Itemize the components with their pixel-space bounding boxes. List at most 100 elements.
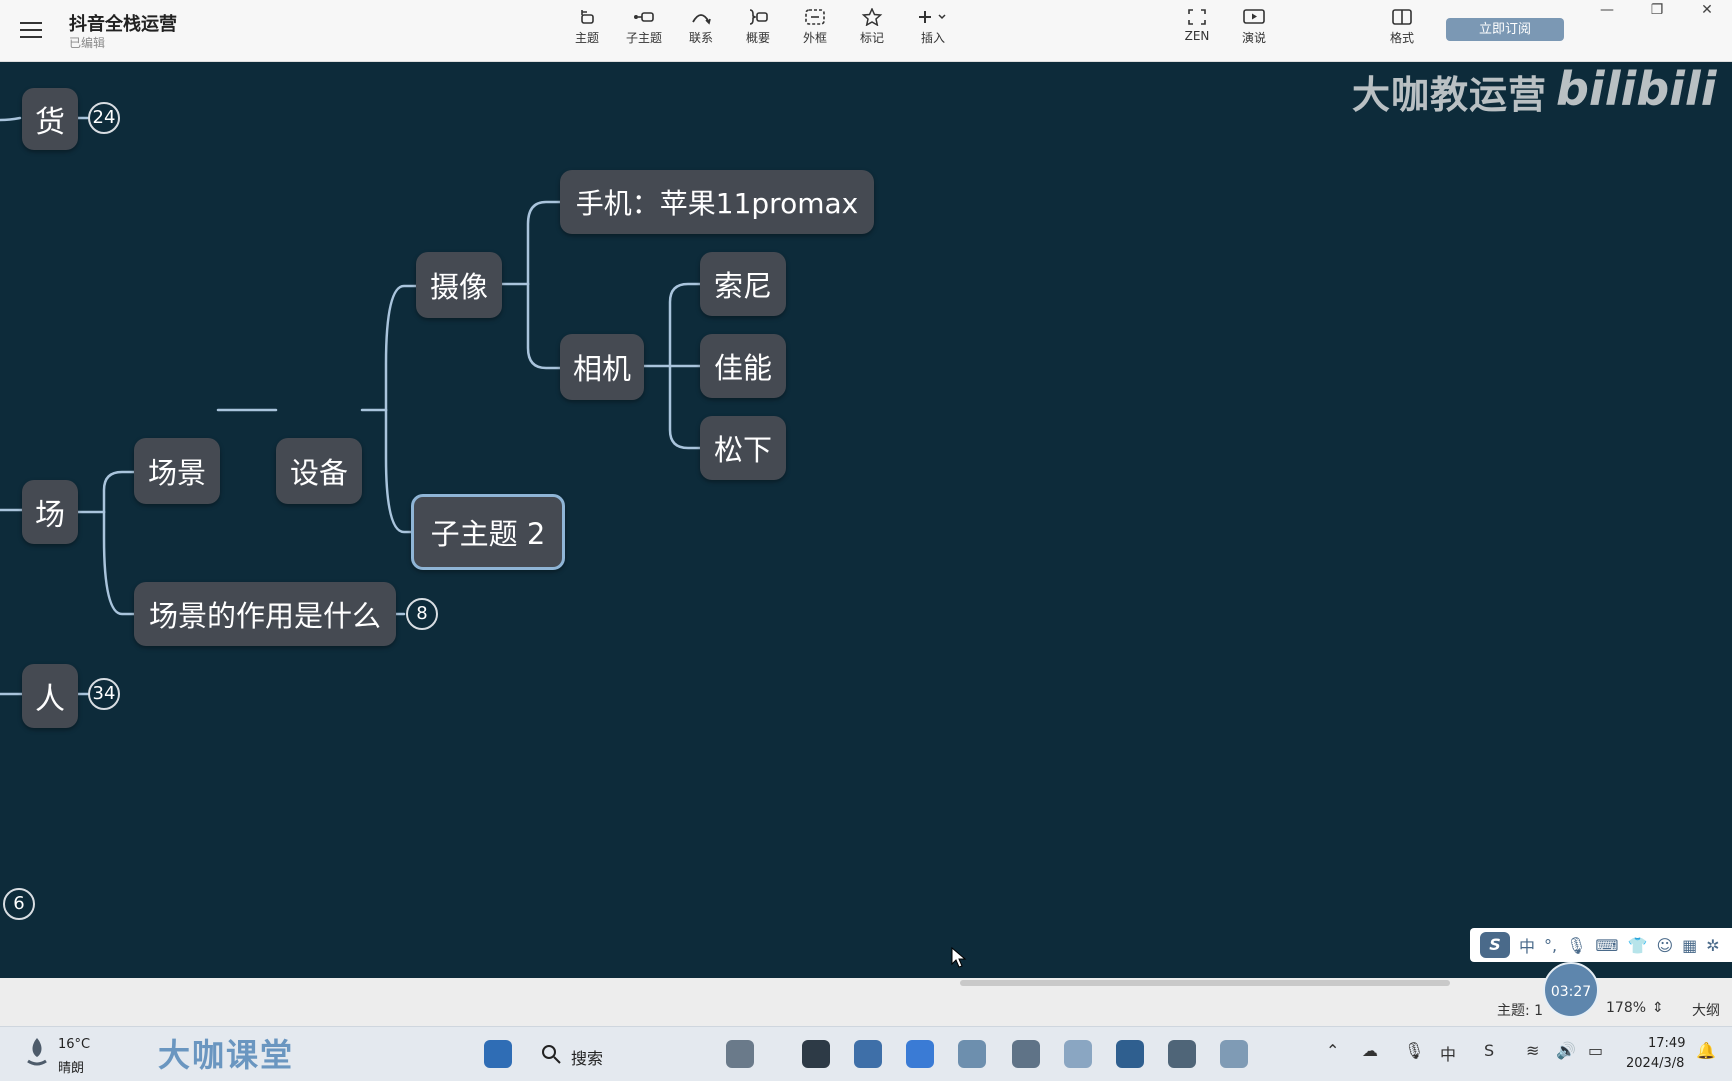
node-huo[interactable]: 货: [22, 88, 78, 150]
node-shebei[interactable]: 设备: [276, 438, 362, 504]
collapse-count-badge[interactable]: 6: [3, 888, 35, 920]
microphone-tray-icon[interactable]: 🎙: [1404, 1041, 1425, 1060]
zen-button[interactable]: ZEN: [1169, 8, 1225, 43]
marker-button[interactable]: 标记: [844, 8, 900, 46]
subtopic-label: 子主题: [625, 31, 662, 45]
ime-toolbar: S 中 °, 🎙 ⌨ 👕 ☺ ▦ ✲: [1470, 928, 1732, 962]
wifi-icon[interactable]: ≋: [1526, 1041, 1540, 1060]
node-scene-role[interactable]: 场景的作用是什么: [134, 582, 396, 646]
node-sony[interactable]: 索尼: [700, 252, 786, 316]
subtopic-button[interactable]: 子主题: [616, 8, 672, 46]
subscribe-button[interactable]: 立即订阅: [1446, 18, 1564, 41]
node-camera[interactable]: 相机: [560, 334, 644, 400]
present-label: 演说: [1241, 31, 1266, 45]
node-phone[interactable]: 手机：苹果11promax: [560, 170, 874, 234]
chevron-up-icon[interactable]: ⌃: [1326, 1041, 1340, 1060]
restore-icon[interactable]: ❐: [1650, 2, 1664, 18]
minimize-icon[interactable]: —: [1600, 2, 1614, 18]
sogou-logo-icon[interactable]: S: [1480, 932, 1510, 958]
mindmap-canvas[interactable]: 大咖教运营 bilibili 货 24 场 场景 设备: [0, 62, 1732, 978]
present-button[interactable]: 演说: [1226, 8, 1282, 46]
clock-date[interactable]: 2024/3/8: [1626, 1056, 1685, 1071]
format-panel-icon: [1392, 9, 1412, 25]
topic-button[interactable]: 主题: [559, 8, 615, 46]
taskbar-search[interactable]: 搜索: [571, 1049, 604, 1068]
collapse-count-badge[interactable]: 8: [406, 598, 438, 630]
format-button[interactable]: 格式: [1374, 8, 1430, 46]
relationship-icon: [692, 14, 711, 25]
ime-mode[interactable]: 中: [1519, 937, 1536, 956]
relationship-label: 联系: [688, 31, 713, 45]
lightning-app-icon[interactable]: [906, 1040, 934, 1068]
node-subtopic-2-selected[interactable]: 子主题 2: [411, 494, 565, 570]
menu-icon[interactable]: [18, 18, 44, 42]
clock-time[interactable]: 17:49: [1648, 1036, 1686, 1051]
chevron-down-icon: [938, 14, 946, 20]
outline-button[interactable]: 大纲: [1692, 1003, 1720, 1019]
brand-watermark: 大咖课堂: [158, 1036, 295, 1074]
file-explorer-icon[interactable]: [1012, 1040, 1040, 1068]
insert-button[interactable]: 插入: [905, 8, 961, 46]
boundary-label: 外框: [802, 31, 827, 45]
status-bar: [0, 978, 1732, 1026]
people-app-icon[interactable]: [726, 1040, 754, 1068]
subtopic-icon: [634, 12, 654, 22]
mouse-cursor-icon: [951, 947, 967, 968]
video-app-icon[interactable]: [1168, 1040, 1196, 1068]
xmind-app-icon[interactable]: [1116, 1040, 1144, 1068]
weather-icon[interactable]: [22, 1035, 52, 1069]
zen-label: ZEN: [1184, 29, 1210, 43]
camera-app-icon[interactable]: [1220, 1040, 1248, 1068]
settings-icon[interactable]: ✲: [1706, 935, 1720, 955]
node-chang[interactable]: 场: [22, 480, 78, 544]
document-title[interactable]: 抖音全栈运营: [69, 14, 177, 35]
message-app-icon[interactable]: [1064, 1040, 1092, 1068]
volume-icon[interactable]: 🔊: [1556, 1041, 1576, 1060]
cloud-icon[interactable]: ☁: [1362, 1041, 1378, 1060]
windows-start-icon[interactable]: [484, 1040, 512, 1068]
boundary-button[interactable]: 外框: [787, 8, 843, 46]
summary-button[interactable]: 概要: [730, 8, 786, 46]
node-panasonic[interactable]: 松下: [700, 416, 786, 480]
task-view-icon[interactable]: [802, 1040, 830, 1068]
watermark-text: 大咖教运营: [1352, 73, 1548, 117]
zoom-level[interactable]: 178%: [1606, 1000, 1647, 1016]
bird-app-icon[interactable]: [958, 1040, 986, 1068]
connector-lines: [0, 116, 702, 696]
format-label: 格式: [1389, 31, 1414, 45]
recording-timer[interactable]: 03:27: [1543, 962, 1599, 1018]
boundary-icon: [805, 9, 825, 25]
microphone-icon[interactable]: 🎙: [1566, 935, 1587, 955]
node-shexiang[interactable]: 摄像: [416, 252, 502, 318]
collapse-count-badge[interactable]: 24: [88, 102, 120, 134]
close-icon[interactable]: ✕: [1701, 2, 1713, 18]
node-ren[interactable]: 人: [22, 664, 78, 728]
sogou-tray-icon[interactable]: S: [1484, 1041, 1495, 1060]
node-canon[interactable]: 佳能: [700, 334, 786, 398]
weather-description[interactable]: 晴朗: [58, 1061, 85, 1076]
zoom-stepper-icon[interactable]: ⇕: [1652, 1000, 1664, 1016]
toolbox-icon[interactable]: ▦: [1682, 935, 1698, 955]
topic-icon: [581, 10, 594, 24]
windows-taskbar: ⌃ ☁ 🎙 中 S ≋ 🔊 ▭ 🔔: [0, 1026, 1732, 1081]
zen-icon: [1188, 9, 1206, 25]
search-icon[interactable]: [540, 1043, 562, 1065]
battery-icon[interactable]: ▭: [1588, 1041, 1604, 1060]
summary-label: 概要: [745, 31, 770, 45]
present-icon: [1243, 9, 1265, 24]
keyboard-icon[interactable]: ⌨: [1595, 935, 1619, 955]
relationship-button[interactable]: 联系: [673, 8, 729, 46]
chat-app-icon[interactable]: [854, 1040, 882, 1068]
horizontal-scrollbar[interactable]: [960, 980, 1450, 986]
marker-label: 标记: [859, 31, 884, 45]
skin-icon[interactable]: 👕: [1627, 935, 1648, 955]
weather-temperature[interactable]: 16°C: [58, 1037, 91, 1052]
topic-count: 主题: 1: [1497, 1003, 1544, 1019]
ime-tray-icon[interactable]: 中: [1440, 1045, 1457, 1064]
punctuation-icon[interactable]: °,: [1544, 935, 1558, 955]
emoji-icon[interactable]: ☺: [1656, 935, 1674, 955]
node-changjing[interactable]: 场景: [134, 438, 220, 504]
topic-label: 主题: [574, 31, 599, 45]
notification-bell-icon[interactable]: 🔔: [1696, 1041, 1716, 1060]
collapse-count-badge[interactable]: 34: [88, 678, 120, 710]
